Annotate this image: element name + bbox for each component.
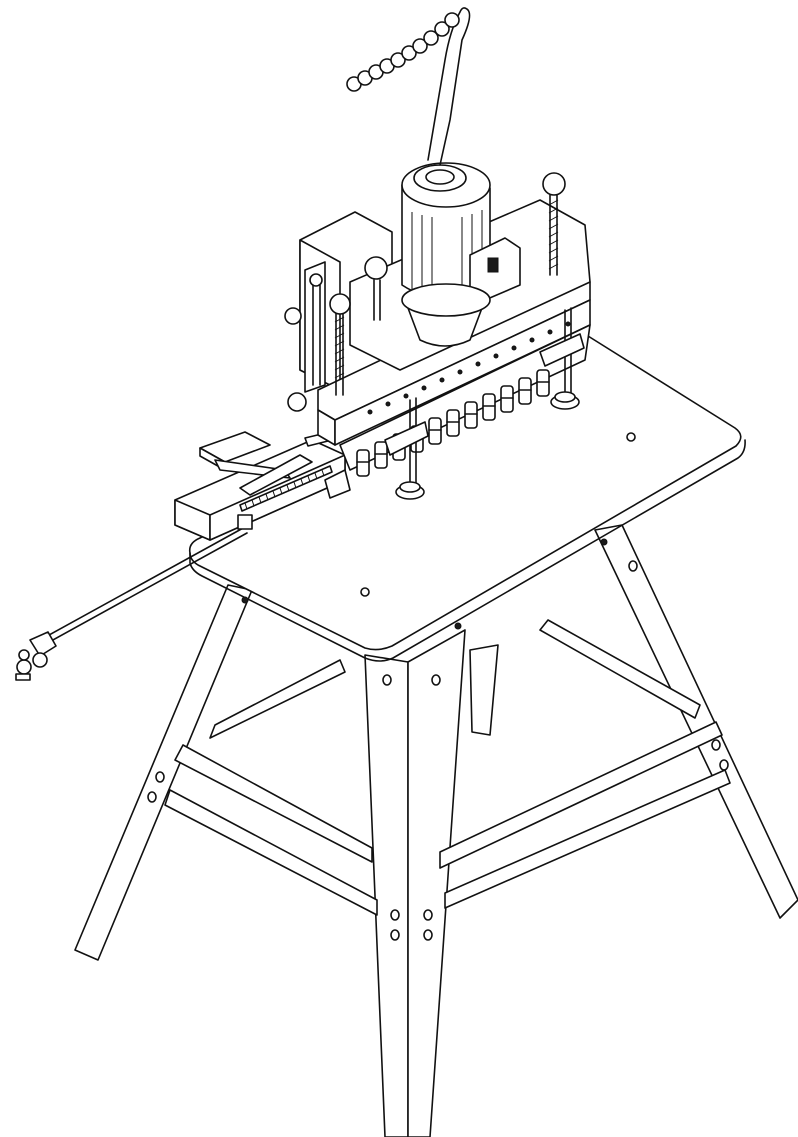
stop-rod-icon [309,172,566,396]
extension-rod-icon [15,526,248,681]
fence-rail-icon [174,431,351,541]
hold-down-clamp-icon [384,307,585,500]
table-top-icon [188,333,746,662]
motor-icon [401,162,521,317]
stand-legs-icon [74,524,798,1137]
lever-handle-icon [346,7,471,166]
